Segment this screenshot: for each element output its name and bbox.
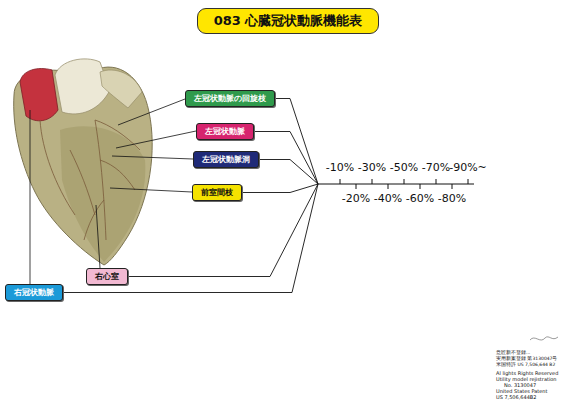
label-box: 前室間枝 <box>192 184 242 201</box>
label-box: 左冠状動脈洞 <box>193 151 259 168</box>
scale-tick <box>436 179 437 184</box>
leader-lines <box>30 99 196 284</box>
label-box: 左冠状動脈 <box>196 123 254 140</box>
converging-line <box>128 184 318 277</box>
footer-note: US 7,506,644B2 <box>496 394 536 400</box>
scale-tick <box>372 179 373 184</box>
heart-shading <box>60 126 145 262</box>
scale-tick <box>356 184 357 189</box>
footer-note: 実用新案登録 第3130047号 <box>496 356 557 362</box>
scale-label: -80% <box>438 193 466 205</box>
label-box: 右冠状動脈 <box>5 284 63 301</box>
footer-note: 米国特許 US 7,506,644 B2 <box>496 362 555 368</box>
scale-label: -70% <box>422 162 450 174</box>
footer-note: Utility model rejistration <box>496 376 557 382</box>
box-label: 前室間枝 <box>201 188 233 197</box>
leader-line <box>116 131 196 148</box>
box-label: 右心室 <box>95 272 119 281</box>
scale-label: -60% <box>406 193 434 205</box>
coronary-vessels <box>40 120 140 240</box>
title-box: 083 心臓冠状動脈機能表 <box>197 8 380 34</box>
vessel <box>95 120 106 240</box>
footer-note: United States Patent <box>496 388 547 394</box>
footer-note: No. 3130047 <box>504 382 536 388</box>
box-label: 左冠状動脈洞 <box>202 155 250 164</box>
vessel <box>100 160 135 190</box>
pulmonary-trunk <box>55 59 110 114</box>
leader-line <box>110 188 192 192</box>
converging-line <box>242 184 318 193</box>
leader-line <box>112 156 193 159</box>
scale-label: -50% <box>390 162 418 174</box>
scale-tick <box>452 184 453 189</box>
box-label: 右冠状動脈 <box>14 288 54 297</box>
scale-label: -10% <box>326 162 354 174</box>
leader-line <box>30 110 31 284</box>
scale-tick <box>468 179 469 184</box>
left-atrium <box>100 70 142 108</box>
vessel <box>84 200 104 240</box>
footer-note: 意匠新不登録... <box>496 350 530 356</box>
converging-line <box>63 184 318 293</box>
leader-line <box>96 205 100 268</box>
footer-note: Al lights Rights Reserved <box>496 370 558 376</box>
scale-label: -90%~ <box>449 162 487 174</box>
scale-label: -20% <box>342 193 370 205</box>
label-box: 左冠状動脈の回旋枝 <box>185 90 275 107</box>
scale-tick <box>388 184 389 189</box>
scale-label: -40% <box>374 193 402 205</box>
leader-line <box>118 99 185 125</box>
label-box: 右心室 <box>86 268 128 285</box>
converging-line <box>259 160 318 185</box>
signature <box>530 337 558 340</box>
scale-axis <box>318 184 474 185</box>
vessel <box>95 120 140 150</box>
scale-tick <box>340 179 341 184</box>
aorta <box>20 69 58 121</box>
vessel <box>40 120 75 215</box>
scale-label: -30% <box>358 162 386 174</box>
vessel <box>70 150 95 215</box>
scale-tick <box>404 179 405 184</box>
converging-line <box>254 132 318 185</box>
box-label: 左冠状動脈 <box>205 127 245 136</box>
scale-tick <box>420 184 421 189</box>
box-label: 左冠状動脈の回旋枝 <box>194 94 266 103</box>
